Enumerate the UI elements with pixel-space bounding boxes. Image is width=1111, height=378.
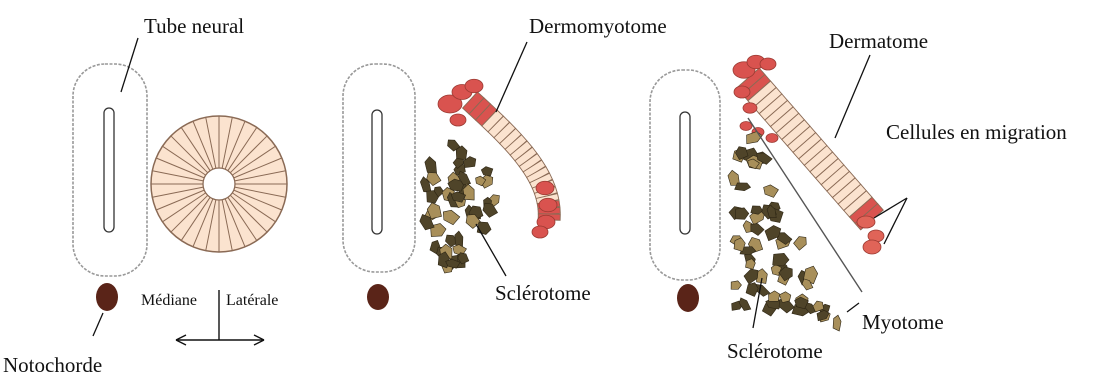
dermomyotome-tip-cell <box>536 181 554 195</box>
stage-1-somite <box>73 64 287 311</box>
dermatome-edge-cell <box>760 58 776 70</box>
dermomyotome-tip-cell <box>450 114 466 126</box>
dermatome-edge-cell <box>734 86 750 98</box>
label-notochorde: Notochorde <box>3 353 102 377</box>
epithelial-somite <box>151 116 287 252</box>
sclerotome-cell <box>762 183 779 198</box>
label-cellules-migration: Cellules en migration <box>886 120 1067 144</box>
neural-canal <box>372 110 382 234</box>
leader-myotome <box>847 303 859 312</box>
leader-sclerotome-1 <box>476 224 506 276</box>
notochord <box>96 283 118 311</box>
dermatome-edge-cell <box>766 134 778 143</box>
label-laterale: Latérale <box>226 292 278 309</box>
dermatome-band <box>733 55 883 230</box>
leader-dermatome <box>835 55 870 138</box>
sclerotome-cell <box>729 279 742 291</box>
notochord <box>677 284 699 312</box>
sclerotome-cell <box>792 233 809 251</box>
sclerotome-cell <box>481 167 493 176</box>
sclerotome-cells <box>417 137 503 275</box>
somite-lumen <box>203 168 235 200</box>
dermomyotome-tip-cell <box>539 198 557 212</box>
label-dermomyotome: Dermomyotome <box>529 14 667 38</box>
sclerotome-cell <box>770 251 790 268</box>
sclerotome-cell <box>440 208 461 226</box>
notochord <box>367 284 389 310</box>
label-sclerotome-2: Sclérotome <box>727 339 823 363</box>
dermatome-edge-cell <box>740 122 752 131</box>
sclerotome-cell <box>746 282 759 297</box>
neural-canal <box>104 108 114 232</box>
neural-canal <box>680 112 690 234</box>
dermomyotome-tip-cell <box>532 226 548 238</box>
label-myotome: Myotome <box>862 310 944 334</box>
label-dermatome: Dermatome <box>829 29 928 53</box>
stage-2-somite <box>343 64 560 310</box>
leader-notochorde <box>93 313 103 336</box>
leader-dermomyotome <box>496 42 527 112</box>
migrating-cell <box>857 216 875 228</box>
migrating-cells <box>857 216 884 254</box>
migrating-cell <box>863 240 881 254</box>
sclerotome-cell <box>423 155 440 176</box>
dermomyotome-tip-cell <box>465 79 483 93</box>
label-tube-neural: Tube neural <box>144 14 244 38</box>
stage-3-somite <box>650 55 884 331</box>
label-mediane: Médiane <box>141 292 197 309</box>
sclerotome-cell <box>833 315 842 331</box>
dermatome-edge-cell <box>743 103 757 114</box>
label-sclerotome-1: Sclérotome <box>495 281 591 305</box>
